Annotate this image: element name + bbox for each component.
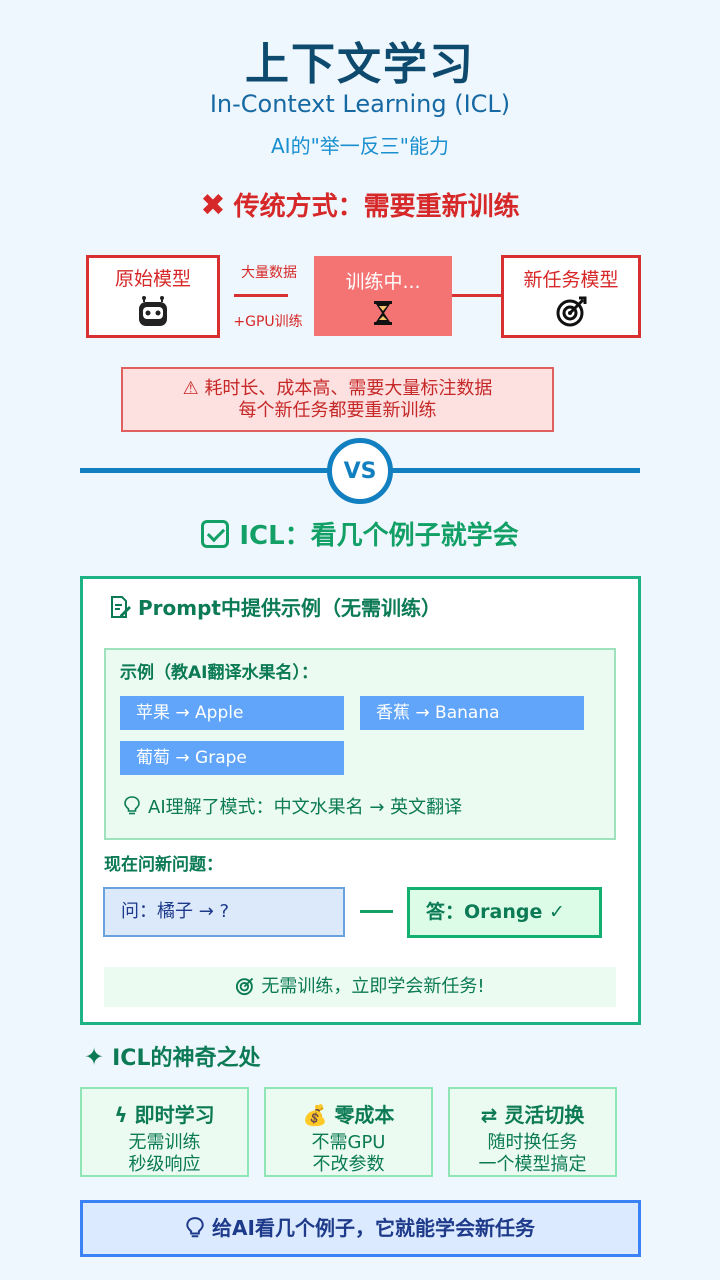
new-model-box: 新任务模型 (501, 255, 641, 338)
new-question-label: 现在问新问题： (104, 855, 223, 875)
target-icon (556, 296, 587, 327)
edit-document-icon (111, 596, 131, 618)
warning-line-1: ⚠ 耗时长、成本高、需要大量标注数据 (183, 378, 493, 400)
insight-label: AI理解了模式：中文水果名 → 英文翻译 (148, 797, 463, 818)
question-answer-connector (360, 910, 393, 913)
arrow-label-data: 大量数据 (241, 265, 297, 281)
icl-heading-text: ICL：看几个例子就学会 (239, 521, 519, 551)
example-chip: 香蕉 → Banana (360, 696, 584, 730)
warning-line-2: 每个新任务都要重新训练 (238, 399, 437, 421)
traditional-heading: ✖传统方式：需要重新训练 (0, 186, 720, 223)
feature-title: ϟ 即时学习 (82, 1099, 247, 1128)
feature-title-text: 零成本 (334, 1103, 395, 1127)
arrow-line-right (452, 294, 502, 297)
question-box: 问：橘子 → ? (103, 887, 345, 937)
page-tagline: AI的"举一反三"能力 (271, 134, 449, 158)
original-model-label: 原始模型 (114, 268, 191, 290)
prompt-heading: Prompt中提供示例（无需训练） (108, 592, 441, 621)
feature-line-1: 无需训练 (128, 1132, 201, 1153)
warning-box: ⚠ 耗时长、成本高、需要大量标注数据 每个新任务都要重新训练 (121, 367, 554, 432)
example-chip: 苹果 → Apple (120, 696, 344, 730)
training-label: 训练中... (345, 270, 421, 293)
feature-title: 💰 零成本 (266, 1099, 431, 1128)
prompt-heading-text: Prompt中提供示例（无需训练） (138, 596, 441, 620)
vs-badge: VS (327, 438, 393, 504)
icl-heading: ICL：看几个例子就学会 (0, 515, 720, 552)
summary-text: 给AI看几个例子，它就能学会新任务 (212, 1216, 535, 1240)
feature-line-2: 一个模型搞定 (478, 1154, 587, 1175)
feature-title-text: 即时学习 (134, 1103, 215, 1127)
warning-icon: ⚠ (182, 377, 199, 399)
page-title: 上下文学习 (245, 39, 475, 90)
feature-line-2: 秒级响应 (128, 1154, 201, 1175)
feature-title: ⇄ 灵活切换 (450, 1099, 615, 1128)
lightbulb-icon (124, 796, 140, 815)
robot-icon (139, 296, 167, 326)
tip-box: 无需训练，立即学会新任务! (104, 967, 616, 1007)
lightning-icon: ϟ (114, 1103, 128, 1127)
feature-card-instant: ϟ 即时学习 无需训练 秒级响应 (80, 1087, 249, 1177)
answer-box: 答：Orange ✓ (407, 887, 602, 938)
hourglass-icon (374, 300, 392, 325)
money-bag-icon: 💰 (302, 1103, 328, 1127)
check-box-icon (201, 520, 230, 548)
tip-text: 无需训练，立即学会新任务! (261, 976, 485, 997)
arrow-label-gpu: +GPU训练 (233, 314, 303, 330)
sparkles-icon: ✦ (84, 1043, 105, 1071)
feature-line-1: 不需GPU (311, 1132, 386, 1153)
feature-line-2: 不改参数 (312, 1154, 385, 1175)
new-model-label: 新任务模型 (523, 269, 619, 291)
magic-heading-text: ICL的神奇之处 (112, 1046, 261, 1071)
insight-text: AI理解了模式：中文水果名 → 英文翻译 (124, 793, 462, 819)
training-box: 训练中... (314, 256, 452, 336)
traditional-heading-text: 传统方式：需要重新训练 (233, 192, 520, 222)
arrow-line-left (234, 294, 288, 297)
warning-text-1: 耗时长、成本高、需要大量标注数据 (204, 377, 493, 399)
summary-banner: 给AI看几个例子，它就能学会新任务 (80, 1200, 641, 1257)
feature-card-zero-cost: 💰 零成本 不需GPU 不改参数 (264, 1087, 433, 1177)
example-chip: 葡萄 → Grape (120, 741, 344, 775)
lightbulb-icon (186, 1217, 204, 1238)
magic-heading: ✦ ICL的神奇之处 (84, 1040, 260, 1072)
target-icon (236, 977, 254, 996)
feature-line-1: 随时换任务 (487, 1132, 578, 1153)
feature-card-flexible: ⇄ 灵活切换 随时换任务 一个模型搞定 (448, 1087, 617, 1177)
feature-title-text: 灵活切换 (504, 1103, 585, 1127)
cross-mark-icon: ✖ (200, 188, 226, 223)
switch-icon: ⇄ (480, 1103, 498, 1127)
page-subtitle: In-Context Learning (ICL) (209, 90, 511, 118)
original-model-box: 原始模型 (86, 255, 220, 338)
examples-title: 示例（教AI翻译水果名）： (120, 663, 318, 683)
